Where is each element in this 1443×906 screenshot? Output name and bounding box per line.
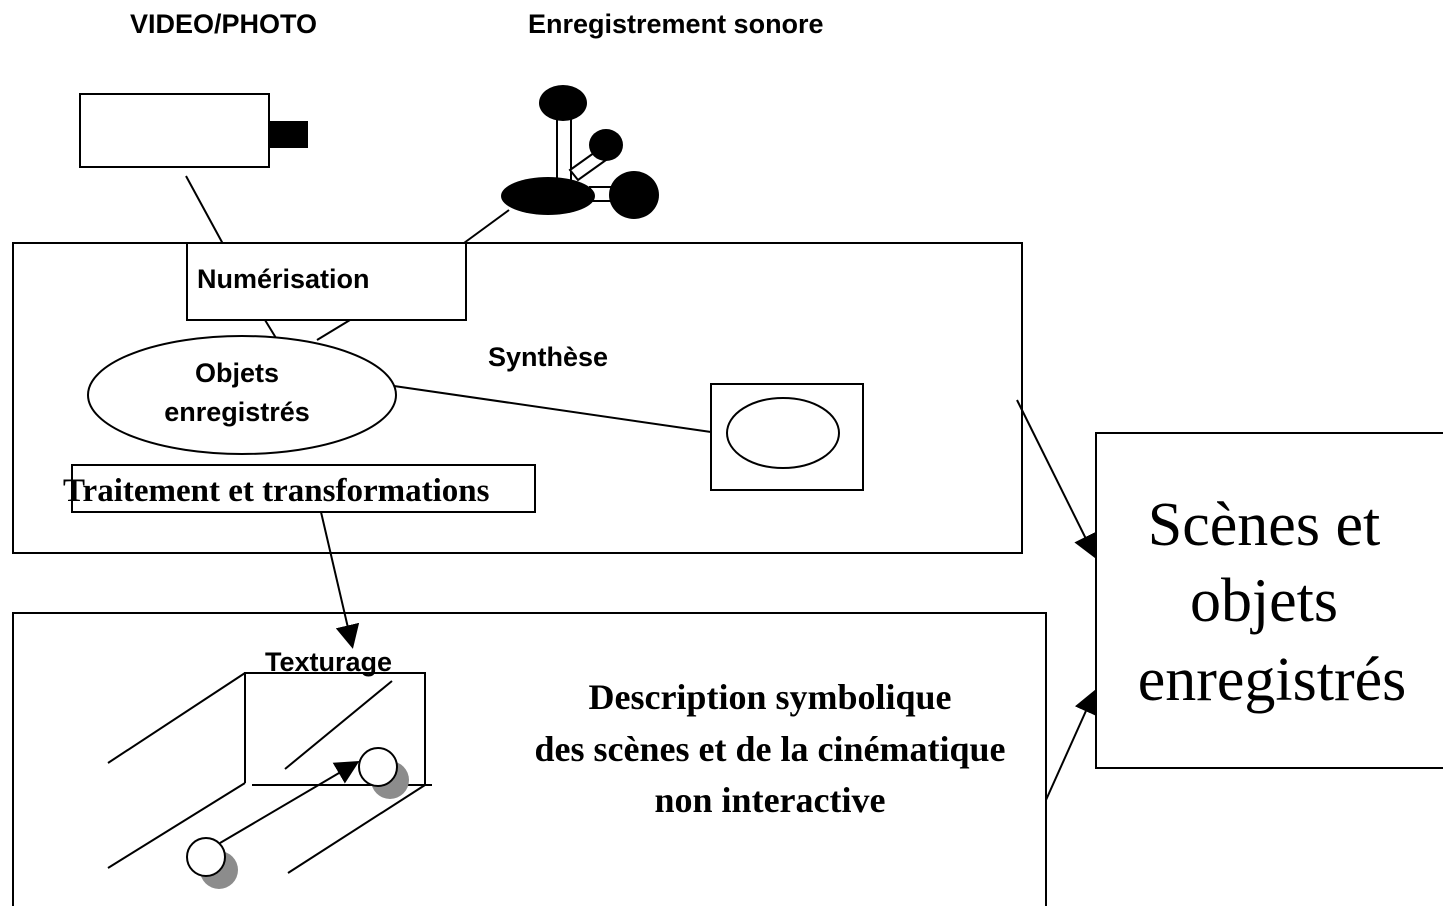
camera-to-digitization-line [185,175,224,245]
digitization-box [186,242,467,321]
monitor-icon [710,383,864,491]
objects-to-monitor-line [393,385,712,433]
recorded-objects-label-line1: Objets [195,358,279,388]
synthesis-frame [12,242,1023,554]
recorded-objects-ellipse [87,335,397,455]
description-label-line1: Description symbolique [588,677,951,717]
description-frame [12,612,1047,906]
processing-to-texturing-arrow [320,511,360,649]
description-to-scenes-arrow [1045,689,1097,801]
sound-recording-title: Enregistrement sonore [528,9,824,39]
description-label-line2: des scènes et de la cinématique [535,729,1006,769]
digitization-label: Numérisation [197,264,370,294]
synthesis-label: Synthèse [488,342,608,372]
description-label-line3: non interactive [655,780,886,820]
digitization-to-objects-line-right [316,319,351,341]
scene-sketch-icon [107,672,432,889]
scenes-label-line1: Scènes et [1148,491,1380,559]
processing-box [71,464,536,513]
processing-label: Traitement et transformations [63,473,490,509]
microphone-to-digitization-line [463,209,510,244]
scenes-label-line2: objets [1190,567,1338,635]
synthesis-to-scenes-arrow [1016,399,1096,559]
scenes-label-line3: enregistrés [1138,646,1407,714]
video-camera-icon [79,93,308,168]
recorded-objects-label-line2: enregistrés [164,397,310,427]
digitization-to-objects-line-left [264,319,277,339]
microphone-icon [501,85,659,219]
scenes-box [1095,432,1443,769]
video-photo-title: VIDEO/PHOTO [130,9,317,39]
